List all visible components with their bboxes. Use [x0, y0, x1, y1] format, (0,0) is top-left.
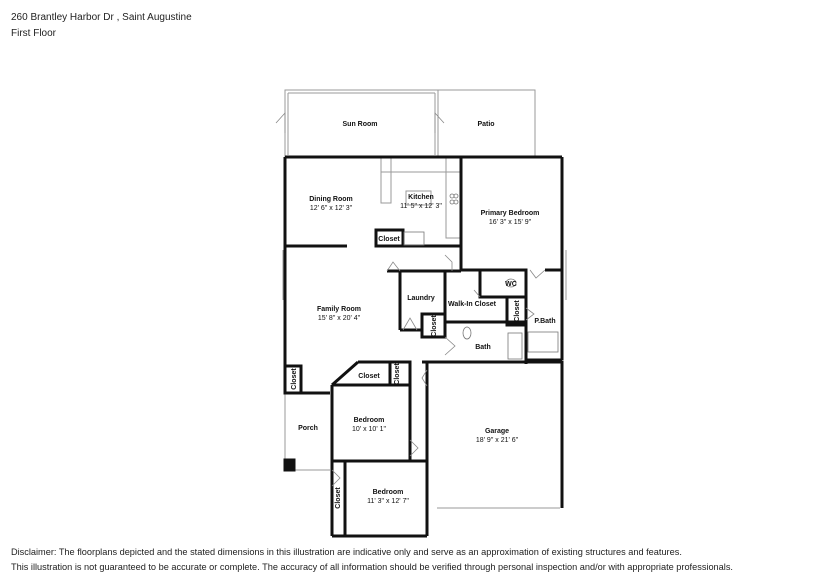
- family-room-dims: 15' 8" x 20' 4": [318, 315, 361, 322]
- closet-porch-label: Closet: [291, 368, 298, 390]
- bedroom1-dims: 10' x 10' 1": [352, 426, 386, 433]
- walls: [283, 155, 564, 538]
- primary-bedroom-dims: 16' 3" x 15' 9": [489, 219, 532, 226]
- primary-bedroom-label: Primary Bedroom: [481, 210, 540, 217]
- room-labels: Sun Room Patio Dining Room 12' 6" x 12' …: [291, 121, 556, 509]
- walk-in-closet-label: Walk-In Closet: [448, 301, 497, 308]
- sun-room-label: Sun Room: [343, 121, 378, 128]
- garage-dims: 18' 9" x 21' 6": [476, 437, 519, 444]
- porch-label: Porch: [298, 425, 318, 432]
- kitchen-dims: 11' 5" x 12' 3": [400, 203, 442, 210]
- garage-label: Garage: [485, 428, 509, 435]
- closet-bedroom2-label: Closet: [335, 487, 342, 509]
- family-room-label: Family Room: [317, 306, 361, 313]
- fixtures: [403, 193, 559, 360]
- kitchen-label: Kitchen: [408, 194, 434, 201]
- p-bath-label: P.Bath: [534, 318, 555, 325]
- bath-label: Bath: [475, 344, 491, 351]
- doors: [275, 111, 546, 487]
- floor-label: First Floor: [11, 28, 56, 39]
- bedroom2-dims: 11' 3" x 12' 7": [367, 498, 409, 505]
- closet-primary-label: Closet: [514, 300, 521, 322]
- dining-room-label: Dining Room: [309, 196, 353, 203]
- closet-bedroom1-a-label: Closet: [358, 373, 380, 380]
- patio-label: Patio: [477, 121, 494, 128]
- disclaimer-line-1: Disclaimer: The floorplans depicted and …: [11, 547, 682, 557]
- closet-kitchen-label: Closet: [378, 236, 400, 243]
- property-address: 260 Brantley Harbor Dr , Saint Augustine: [11, 12, 192, 23]
- disclaimer-line-2: This illustration is not guaranteed to b…: [11, 562, 733, 572]
- dining-room-dims: 12' 6" x 12' 3": [310, 205, 353, 212]
- laundry-label: Laundry: [407, 295, 435, 302]
- bedroom2-label: Bedroom: [373, 489, 404, 496]
- closet-bedroom1-b-label: Closet: [394, 363, 401, 385]
- wc-label: WC: [505, 281, 517, 288]
- closet-hall-label: Closet: [431, 315, 438, 337]
- bedroom1-label: Bedroom: [354, 417, 385, 424]
